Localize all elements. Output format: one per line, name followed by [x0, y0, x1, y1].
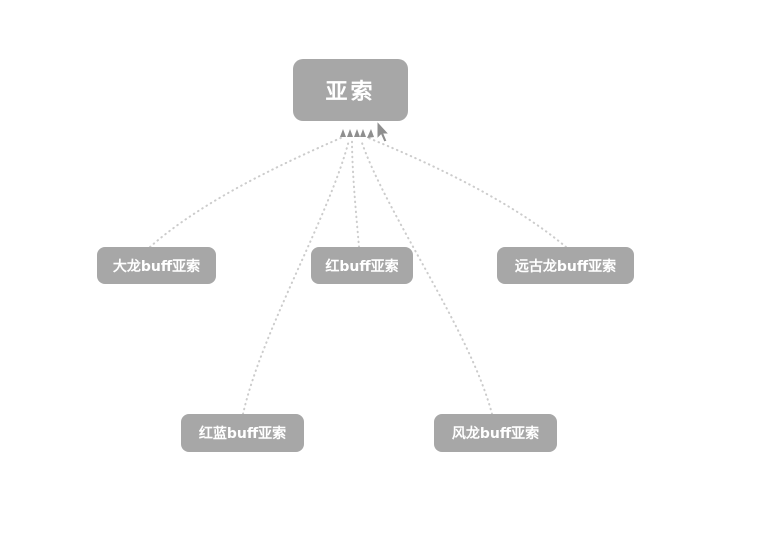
node-label: 红buff亚索 — [325, 258, 399, 275]
node-label: 风龙buff亚索 — [451, 426, 540, 442]
node-cloud-dragon-buff-yasuo[interactable]: 风龙buff亚索 — [434, 414, 557, 452]
edge-to-elder-dragon-buff-node — [365, 136, 567, 248]
edge-to-baron-buff-node — [149, 136, 344, 248]
cursor-icon — [376, 119, 391, 143]
node-label: 大龙buff亚索 — [112, 258, 201, 275]
node-label: 远古龙buff亚索 — [514, 258, 617, 275]
node-baron-buff-yasuo[interactable]: 大龙buff亚索 — [97, 247, 216, 284]
node-red-blue-buff-yasuo[interactable]: 红蓝buff亚索 — [181, 414, 304, 452]
edge-to-red-buff-node — [351, 138, 360, 248]
arrowhead-icon — [347, 129, 353, 137]
node-elder-dragon-buff-yasuo[interactable]: 远古龙buff亚索 — [497, 247, 634, 284]
root-node-label: 亚索 — [325, 80, 376, 105]
arrowhead-icon — [340, 129, 346, 137]
root-node-yasuo[interactable]: 亚索 — [293, 59, 408, 121]
node-label: 红蓝buff亚索 — [198, 426, 287, 442]
arrowhead-icon — [367, 129, 374, 138]
node-red-buff-yasuo[interactable]: 红buff亚索 — [311, 247, 413, 284]
arrowhead-icon — [354, 129, 360, 137]
arrowhead-icon — [360, 129, 366, 137]
